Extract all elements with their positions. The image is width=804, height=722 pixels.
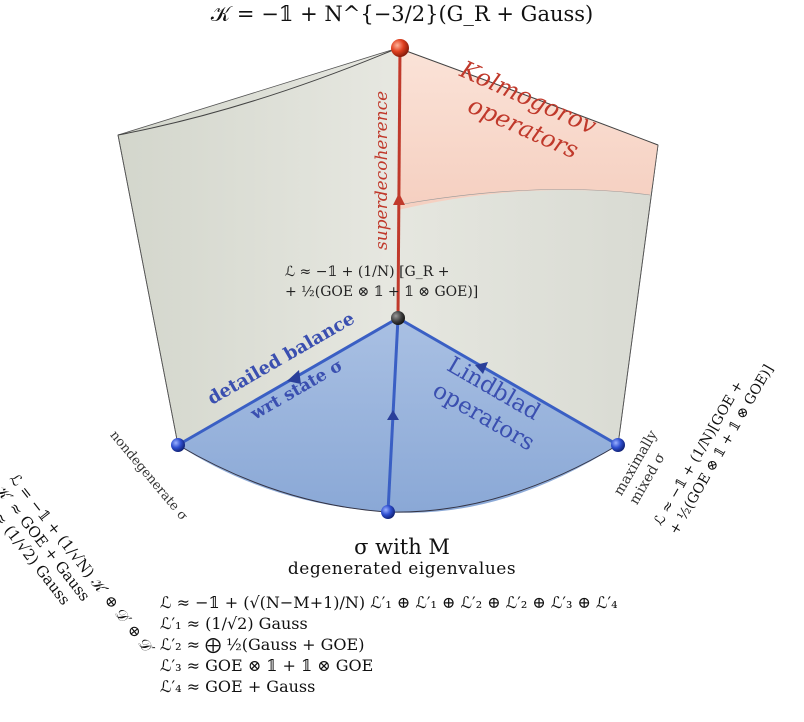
kolmogorov-point bbox=[391, 39, 409, 57]
degenerate-label-line1: σ with M bbox=[354, 535, 450, 559]
kolmogorov-lower-arc bbox=[397, 189, 651, 206]
detailed-balance-arrow bbox=[287, 370, 301, 384]
superdecoherence-edge bbox=[396, 47, 402, 319]
center-formula: ℒ ≈ −𝟙 + (1/N) [G_R + + ½(GOE ⊗ 𝟙 + 𝟙 ⊗ … bbox=[285, 262, 478, 302]
degenerate-formula-5: ℒ′₄ ≈ GOE + Gauss bbox=[160, 677, 316, 696]
center-formula-line2: + ½(GOE ⊗ 𝟙 + 𝟙 ⊗ GOE)] bbox=[285, 284, 479, 300]
center-point bbox=[391, 311, 405, 325]
superdecoherence-arrow bbox=[393, 193, 405, 205]
degenerate-arrow bbox=[387, 410, 399, 420]
superdecoherence-label: superdecoherence bbox=[372, 91, 392, 250]
degenerate-formulas: ℒ ≈ −𝟙 + (√(N−M+1)/N) ℒ′₁ ⊕ ℒ′₁ ⊕ ℒ′₂ ⊕ … bbox=[160, 592, 618, 697]
degenerate-label: σ with M degenerated eigenvalues bbox=[0, 536, 804, 580]
right-wall-edge bbox=[617, 144, 659, 446]
degenerate-formula-1: ℒ ≈ −𝟙 + (√(N−M+1)/N) ℒ′₁ ⊕ ℒ′₁ ⊕ ℒ′₂ ⊕ … bbox=[160, 593, 618, 612]
left-wall-edge bbox=[117, 134, 179, 446]
detailed-balance-edge bbox=[177, 316, 399, 447]
lindblad-region bbox=[178, 318, 618, 513]
center-formula-line1: ℒ ≈ −𝟙 + (1/N) [G_R + bbox=[285, 264, 450, 280]
nondegenerate-point bbox=[171, 438, 185, 452]
kolmogorov-region-fill bbox=[398, 48, 658, 210]
maximally-mixed-arrow bbox=[475, 362, 488, 374]
degenerate-formula-3: ℒ′₂ ≈ ⨁ ½(Gauss + GOE) bbox=[160, 635, 365, 654]
degenerate-formula-4: ℒ′₃ ≈ GOE ⊗ 𝟙 + 𝟙 ⊗ GOE bbox=[160, 656, 374, 675]
kolmogorov-formula: 𝒦 = −𝟙 + N^{−3/2}(G_R + Gauss) bbox=[210, 2, 594, 26]
maximally-mixed-edge bbox=[397, 316, 619, 447]
top-arc-right bbox=[397, 47, 659, 146]
degenerate-formula-2: ℒ′₁ ≈ (1/√2) Gauss bbox=[160, 614, 308, 633]
degenerate-point bbox=[381, 505, 395, 519]
maximally-mixed-point bbox=[611, 438, 625, 452]
top-arc-left bbox=[117, 47, 399, 136]
degenerate-label-line2: degenerated eigenvalues bbox=[287, 559, 517, 579]
